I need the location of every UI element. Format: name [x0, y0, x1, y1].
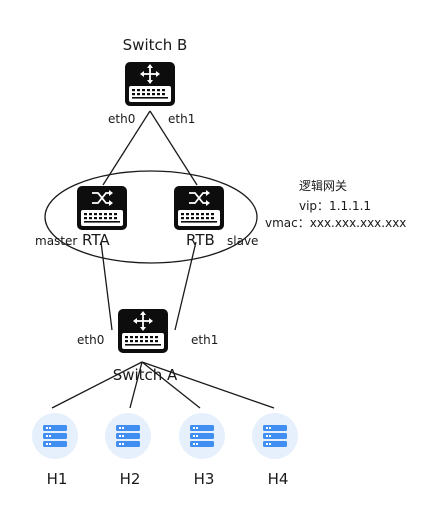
host-h1-label: H1 [47, 470, 68, 488]
router-rta-role: master [35, 234, 77, 248]
link-rtb-switcha [174, 241, 197, 331]
router-rtb-role: slave [227, 234, 258, 248]
link-switcha-h3 [141, 361, 201, 409]
host-h3-icon [179, 413, 225, 459]
switch-b-port-eth0: eth0 [108, 112, 135, 126]
switch-a-label: Switch A [113, 366, 178, 384]
host-h2-icon [105, 413, 151, 459]
router-rtb-label: RTB [186, 231, 215, 249]
router-rtb-icon [173, 185, 225, 231]
router-rta-icon [76, 185, 128, 231]
router-rta-label: RTA [82, 231, 110, 249]
link-switcha-h2 [129, 361, 143, 409]
host-h2-label: H2 [120, 470, 141, 488]
host-h4-label: H4 [268, 470, 289, 488]
switch-a-port-eth1: eth1 [191, 333, 218, 347]
link-switchb-rtb [149, 110, 198, 186]
switch-b-label: Switch B [123, 36, 188, 54]
link-switcha-h1 [51, 361, 143, 409]
switch-a-port-eth0: eth0 [77, 333, 104, 347]
connection-lines [51, 110, 275, 409]
switch-b-icon [124, 61, 176, 107]
logical-gateway-vip: vip：1.1.1.1 [299, 199, 371, 213]
host-h1-icon [32, 413, 78, 459]
switch-a-icon [117, 308, 169, 354]
logical-gateway-ellipse [44, 170, 258, 264]
link-switcha-h4 [141, 361, 275, 409]
switch-b-port-eth1: eth1 [168, 112, 195, 126]
logical-gateway-vmac: vmac：xxx.xxx.xxx.xxx [265, 216, 406, 230]
host-h4-icon [252, 413, 298, 459]
link-rta-switcha [100, 241, 113, 331]
link-switchb-rta [102, 110, 151, 186]
logical-gateway-title: 逻辑网关 [299, 179, 347, 193]
host-h3-label: H3 [194, 470, 215, 488]
